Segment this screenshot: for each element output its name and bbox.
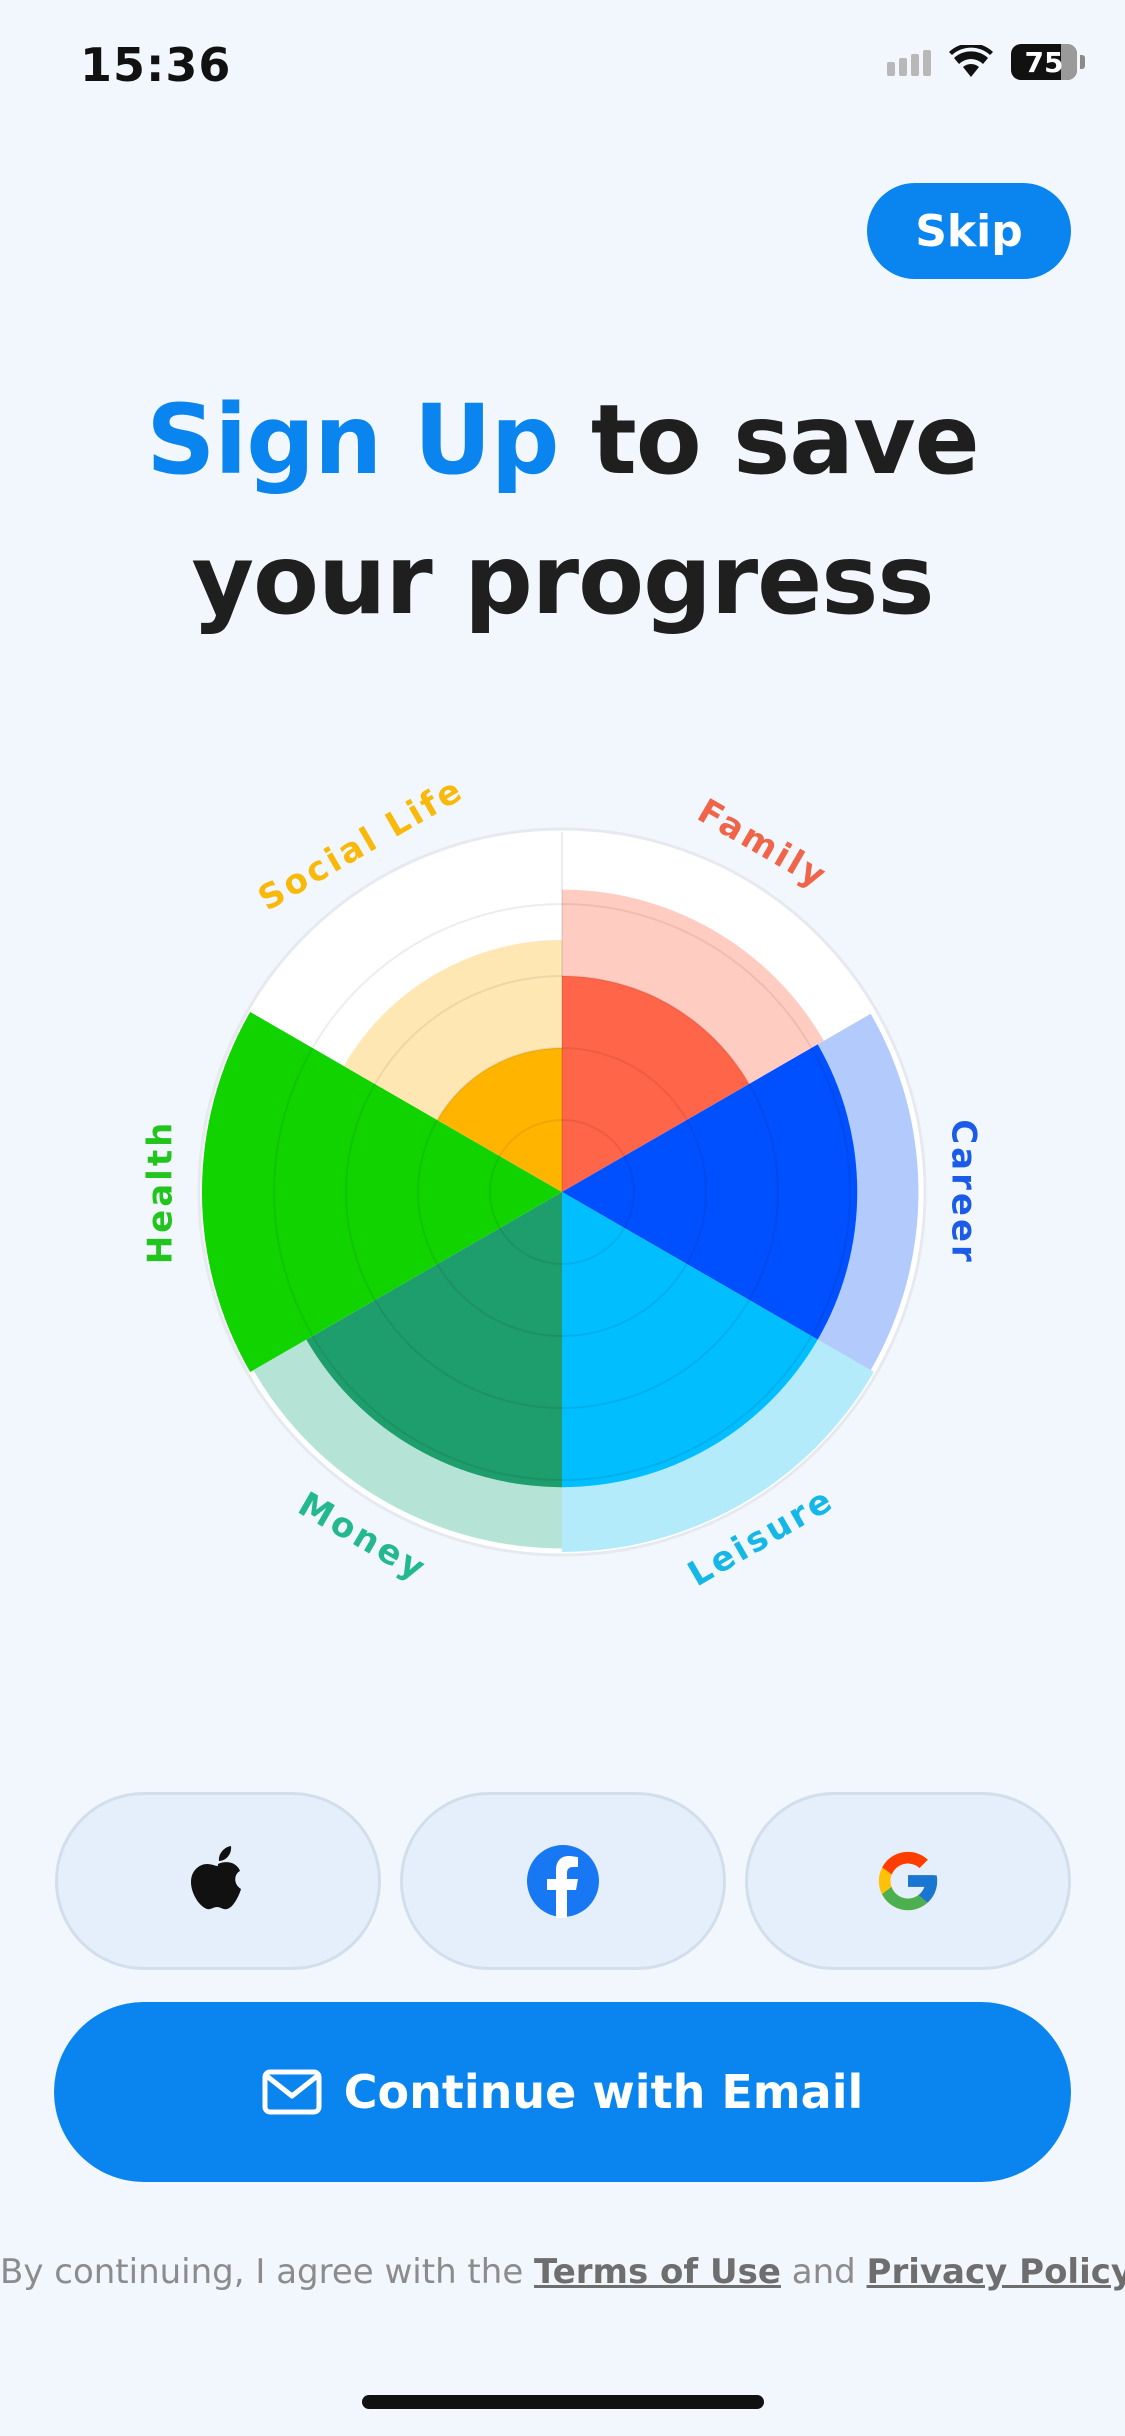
battery-level: 75 — [1024, 45, 1064, 79]
google-sign-in-button[interactable] — [745, 1792, 1071, 1970]
legal-prefix: By continuing, I agree with the — [0, 2252, 535, 2292]
wheel-segment-current — [306, 1192, 562, 1488]
wheel-segment-current — [437, 1048, 562, 1192]
home-indicator — [362, 2395, 764, 2409]
wheel-grid-ring — [345, 975, 779, 1409]
wheel-grid-ring — [273, 903, 851, 1481]
terms-of-use-link[interactable]: Terms of Use — [534, 2252, 781, 2292]
skip-button[interactable]: Skip — [867, 183, 1071, 279]
google-logo-icon — [878, 1851, 938, 1911]
wheel-segment-current — [201, 1012, 563, 1372]
continue-with-email-button[interactable]: Continue with Email — [54, 2002, 1071, 2182]
apple-sign-in-button[interactable] — [55, 1792, 381, 1970]
battery-icon: 75 — [1011, 44, 1085, 80]
title-accent: Sign Up — [146, 384, 559, 496]
envelope-icon — [262, 2069, 322, 2115]
facebook-logo-icon — [527, 1845, 599, 1918]
wifi-icon — [949, 45, 993, 77]
wheel-segment-current — [562, 1192, 818, 1488]
social-login-row — [55, 1792, 1071, 1970]
apple-logo-icon — [191, 1846, 241, 1910]
title-line-2: your progress — [191, 524, 934, 636]
email-button-label: Continue with Email — [343, 2065, 864, 2119]
legal-and: and — [780, 2252, 867, 2292]
wheel-segment-current — [562, 1044, 858, 1340]
cellular-signal-icon — [887, 48, 931, 76]
privacy-policy-link[interactable]: Privacy Policy — [866, 2252, 1125, 2292]
status-time: 15:36 — [80, 38, 232, 92]
title-line-1: Sign Up to save — [0, 370, 1125, 510]
wheel-segment-current — [562, 976, 750, 1192]
facebook-sign-in-button[interactable] — [400, 1792, 726, 1970]
page-title: Sign Up to save your progress — [0, 370, 1125, 650]
wheel-label: Career — [944, 1119, 984, 1265]
legal-notice: By continuing, I agree with the Terms of… — [0, 2252, 1125, 2292]
title-rest: to save — [558, 384, 980, 496]
status-icons: 75 — [887, 44, 1085, 80]
wheel-grid-ring — [417, 1047, 707, 1337]
wheel-grid-ring — [489, 1119, 635, 1265]
wheel-label: Health — [141, 1120, 181, 1265]
